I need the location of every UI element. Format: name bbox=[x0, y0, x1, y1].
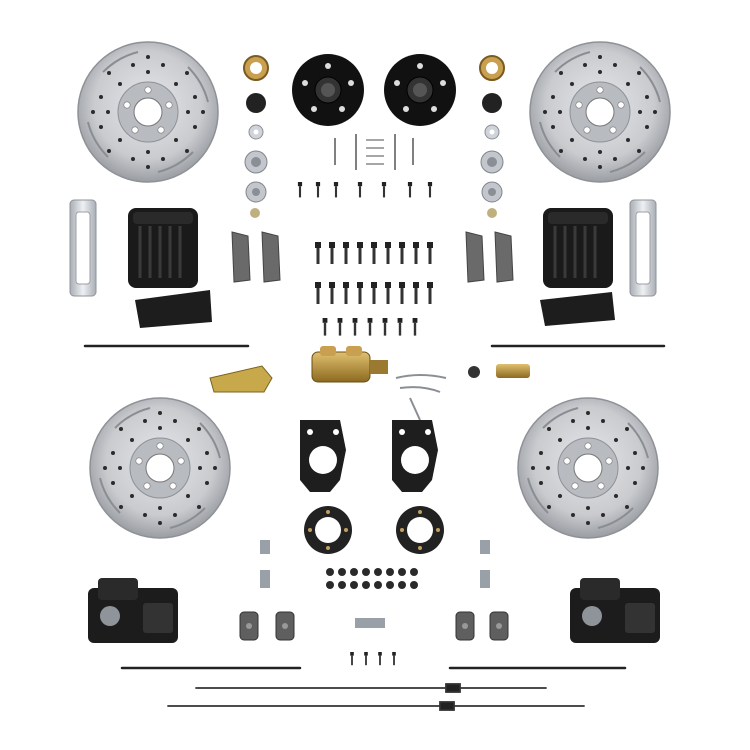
bearing-kit-right bbox=[479, 55, 505, 218]
master-cylinder bbox=[311, 346, 388, 383]
backing-plate-right bbox=[392, 420, 438, 492]
caliper-mount-right bbox=[540, 292, 615, 326]
caliper-bolts-row bbox=[297, 182, 433, 198]
front-pads-left bbox=[231, 231, 281, 283]
front-caliper-left bbox=[126, 206, 200, 290]
rear-small-hardware bbox=[350, 618, 396, 666]
hub-left bbox=[291, 53, 365, 127]
rear-pads-left bbox=[239, 611, 295, 641]
proportioning-valve bbox=[468, 364, 530, 378]
caliper-bracket-left bbox=[69, 199, 97, 297]
front-rotor-right bbox=[529, 41, 671, 183]
rear-caliper-right bbox=[570, 578, 660, 643]
washer-grid bbox=[326, 568, 418, 589]
rear-pads-right bbox=[455, 611, 509, 641]
rear-caliper-left bbox=[88, 578, 178, 643]
gasket-left bbox=[304, 506, 352, 554]
front-caliper-right bbox=[541, 206, 615, 290]
bolt-grid bbox=[315, 242, 433, 336]
small-hardware-top bbox=[334, 134, 414, 170]
bearing-kit-left bbox=[243, 55, 269, 218]
gasket-right bbox=[396, 506, 444, 554]
hub-right bbox=[383, 53, 457, 127]
backing-plate-left bbox=[300, 420, 346, 492]
brake-lines-center bbox=[395, 374, 447, 421]
clips bbox=[260, 540, 490, 588]
front-pads-right bbox=[465, 231, 514, 283]
caliper-mount-left bbox=[135, 290, 212, 328]
parking-brake-cables bbox=[167, 683, 585, 711]
rear-rotor-left bbox=[89, 397, 231, 539]
front-rotor-left bbox=[77, 41, 219, 183]
caliper-bracket-right bbox=[629, 199, 657, 297]
mounting-bracket-brass bbox=[209, 365, 273, 393]
rear-rotor-right bbox=[517, 397, 659, 539]
